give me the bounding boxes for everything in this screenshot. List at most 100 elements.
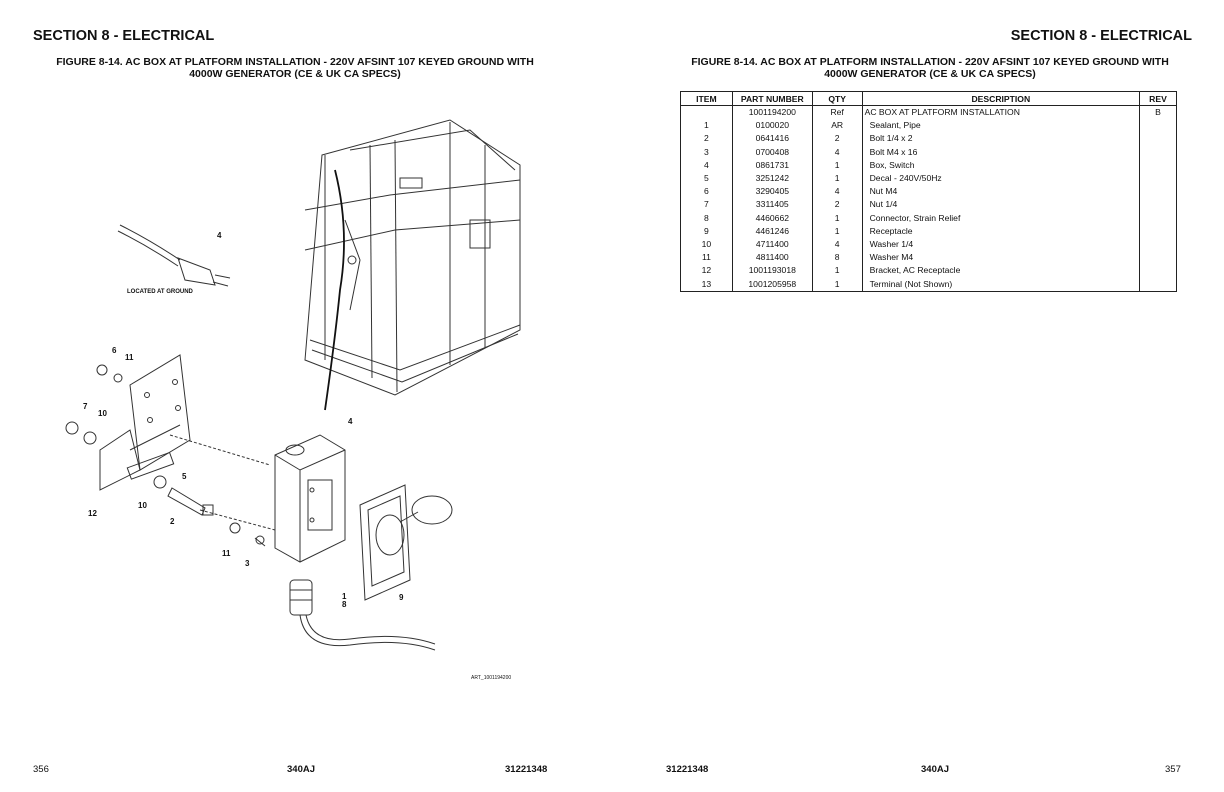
cell-item: 9 (680, 224, 733, 239)
callout-10-top: 10 (98, 409, 107, 418)
cell-rev (1139, 211, 1177, 225)
cell-part-number: 3251242 (731, 172, 813, 186)
parts-list-table: ITEM PART NUMBER QTY DESCRIPTION REV 100… (680, 91, 1177, 292)
footer-model: 340AJ (921, 764, 949, 775)
cell-qty: 4 (811, 145, 863, 159)
callout-6: 6 (112, 346, 117, 355)
footer-page-number: 357 (1165, 764, 1181, 775)
cell-rev (1139, 224, 1177, 239)
figure-title: FIGURE 8-14. AC BOX AT PLATFORM INSTALLA… (670, 56, 1190, 80)
cell-qty: 4 (811, 185, 863, 199)
cell-rev (1139, 145, 1177, 159)
cell-rev (1139, 158, 1177, 173)
cell-item: 12 (680, 264, 733, 278)
cell-qty: 1 (811, 172, 863, 186)
cell-item: 3 (680, 145, 733, 159)
hardware-drawing (65, 364, 276, 547)
right-page: SECTION 8 - ELECTRICAL FIGURE 8-14. AC B… (612, 0, 1224, 792)
callout-4-box: 4 (348, 417, 353, 426)
cell-item: 10 (680, 238, 733, 252)
callout-9: 9 (399, 593, 404, 602)
cell-qty: 1 (811, 277, 863, 292)
cell-item: 5 (680, 172, 733, 186)
cell-part-number: 3311405 (731, 198, 813, 212)
cell-part-number: 4811400 (731, 251, 813, 265)
cell-description: Box, Switch (861, 158, 1141, 173)
cell-rev (1139, 185, 1177, 199)
cell-rev: B (1139, 105, 1177, 120)
cell-description: Decal - 240V/50Hz (861, 172, 1141, 186)
figure-title-line2: 4000W GENERATOR (CE & UK CA SPECS) (189, 68, 401, 80)
cell-qty: 1 (811, 224, 863, 239)
header-part-number: PART NUMBER (731, 91, 813, 106)
table-header-row: ITEM PART NUMBER QTY DESCRIPTION REV (680, 91, 1177, 106)
cell-description: Receptacle (861, 224, 1141, 239)
cell-part-number: 4461246 (731, 224, 813, 239)
callout-4-plug: 4 (217, 231, 222, 240)
callout-11-top: 11 (125, 353, 134, 362)
callout-2: 2 (170, 517, 175, 526)
cell-rev (1139, 198, 1177, 212)
cell-description: Washer 1/4 (861, 238, 1141, 252)
cell-part-number: 0641416 (731, 132, 813, 146)
cell-description: Connector, Strain Relief (861, 211, 1141, 225)
callout-12: 12 (88, 509, 97, 518)
cell-qty: Ref (811, 105, 863, 120)
cell-item: 8 (680, 211, 733, 225)
cell-item: 7 (680, 198, 733, 212)
figure-title-line1: FIGURE 8-14. AC BOX AT PLATFORM INSTALLA… (691, 56, 1169, 68)
cell-description: Bracket, AC Receptacle (861, 264, 1141, 278)
header-qty: QTY (811, 91, 863, 106)
power-cord-plug-drawing (117, 224, 231, 287)
callout-11-bottom: 11 (222, 549, 231, 558)
cell-item: 4 (680, 158, 733, 173)
cell-description: Terminal (Not Shown) (861, 277, 1141, 292)
cell-description: Sealant, Pipe (861, 119, 1141, 133)
footer-page-number: 356 (33, 764, 49, 775)
figure-title-line2: 4000W GENERATOR (CE & UK CA SPECS) (824, 68, 1036, 80)
cell-part-number: 1001193018 (731, 264, 813, 278)
cell-part-number: 0861731 (731, 158, 813, 173)
cell-item: 1 (680, 119, 733, 133)
located-at-ground-label: LOCATED AT GROUND (127, 289, 194, 295)
switch-box-drawing (274, 434, 346, 563)
cell-rev (1139, 238, 1177, 252)
cell-item: 2 (680, 132, 733, 146)
callout-8: 8 (342, 600, 347, 609)
cell-item: 6 (680, 185, 733, 199)
strain-relief-connector-drawing (289, 579, 436, 651)
bracket-drawing (99, 354, 191, 491)
callout-7: 7 (83, 402, 88, 411)
cell-description: Nut 1/4 (861, 198, 1141, 212)
figure-title-line1: FIGURE 8-14. AC BOX AT PLATFORM INSTALLA… (56, 56, 534, 68)
cell-part-number: 1001205958 (731, 277, 813, 292)
cell-rev (1139, 277, 1177, 292)
header-description: DESCRIPTION (861, 91, 1141, 106)
cell-rev (1139, 264, 1177, 278)
cell-item (680, 105, 733, 120)
callout-3: 3 (245, 559, 250, 568)
cell-qty: 2 (811, 132, 863, 146)
platform-basket-drawing (304, 119, 521, 411)
cell-description: Nut M4 (861, 185, 1141, 199)
cell-qty: 1 (811, 264, 863, 278)
cell-qty: 8 (811, 251, 863, 265)
header-item: ITEM (680, 91, 733, 106)
section-heading: SECTION 8 - ELECTRICAL (1010, 28, 1192, 44)
footer-model: 340AJ (287, 764, 315, 775)
cell-description: Washer M4 (861, 251, 1141, 265)
